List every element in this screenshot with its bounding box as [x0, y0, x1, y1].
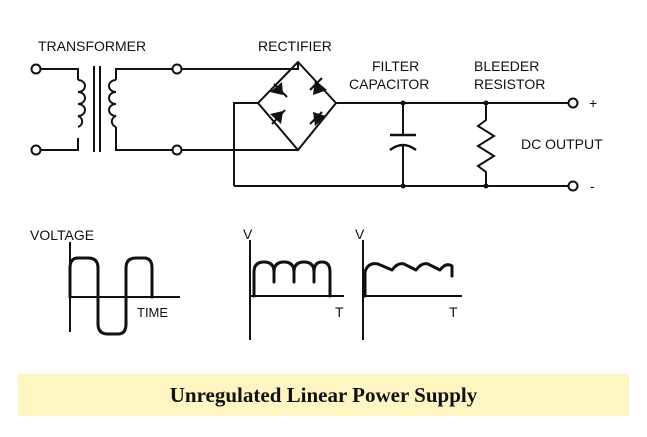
plus-sign: + [589, 95, 597, 111]
caption-banner: Unregulated Linear Power Supply [18, 374, 629, 416]
bleeder-resistor-label-line2: RESISTOR [474, 76, 545, 92]
power-supply-diagram: TRANSFORMER RECTIFIER [30, 38, 603, 340]
filter-capacitor-label-line2: CAPACITOR [349, 76, 429, 92]
rectified-trace [252, 260, 332, 298]
caption-title: Unregulated Linear Power Supply [169, 382, 478, 407]
diode-bottom-left [270, 109, 286, 125]
diode-bottom-right [309, 111, 326, 126]
rectified-waveform-graph [249, 240, 344, 340]
filtered-x-label: T [449, 304, 458, 320]
input-terminal-top [30, 63, 42, 75]
primary-coil [77, 79, 86, 128]
bridge-rectifier [182, 60, 338, 186]
dc-output-label: DC OUTPUT [521, 136, 603, 152]
rectifier-label: RECTIFIER [258, 38, 332, 54]
bleeder-resistor-label-line1: BLEEDER [474, 58, 539, 74]
transformer-label: TRANSFORMER [38, 38, 146, 54]
output-terminal-positive [567, 97, 579, 109]
minus-sign: - [590, 178, 595, 194]
rectified-y-label: V [243, 226, 253, 242]
ac-y-label: VOLTAGE [30, 227, 94, 243]
filtered-y-label: V [355, 226, 365, 242]
diode-top-left [270, 82, 288, 98]
ac-waveform-graph [68, 242, 180, 336]
ac-x-label: TIME [137, 305, 168, 320]
filter-capacitor-label-line1: FILTER [372, 58, 419, 74]
input-terminal-bottom [30, 144, 42, 156]
bleeder-resistor [476, 100, 496, 189]
filtered-waveform-graph [362, 240, 462, 340]
transformer [30, 63, 183, 156]
output-terminal-negative [567, 180, 579, 192]
filter-capacitor [389, 100, 417, 189]
filtered-trace [363, 262, 454, 298]
secondary-coil [108, 79, 117, 128]
secondary-terminal-top [171, 63, 183, 75]
ac-sine-trace [68, 256, 154, 336]
secondary-terminal-bottom [171, 144, 183, 156]
diode-top-right [309, 77, 327, 95]
rectified-x-label: T [335, 304, 344, 320]
